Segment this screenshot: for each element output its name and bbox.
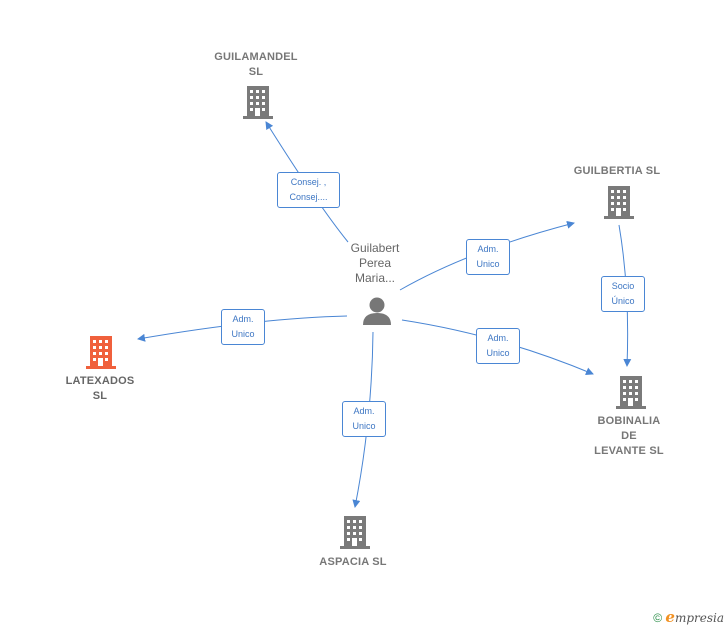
copyright-icon: © <box>653 611 663 625</box>
company-label-guilamandel[interactable]: GUILAMANDEL SL <box>214 51 298 78</box>
company-label-guilbertia[interactable]: GUILBERTIA SL <box>573 165 661 177</box>
building-icon-highlighted[interactable] <box>86 336 116 369</box>
edge-label-to-latexados: Adm. Unico <box>221 309 265 345</box>
company-label-bobinalia[interactable]: BOBINALIA DE LEVANTE SL <box>594 415 664 457</box>
building-icon[interactable] <box>243 86 273 119</box>
footer-credit: © empresia <box>653 608 724 626</box>
person-name-label[interactable]: Guilabert Perea Maria... <box>350 241 400 285</box>
building-icon[interactable] <box>604 186 634 219</box>
edge-label-to-bobinalia: Adm. Unico <box>476 328 520 364</box>
edge-label-to-guilamandel: Consej. , Consej.... <box>277 172 340 208</box>
building-icon[interactable] <box>340 516 370 549</box>
edge-label-guilbertia-to-bobinalia: Socio Único <box>601 276 645 312</box>
edge-label-to-guilbertia: Adm. Unico <box>466 239 510 275</box>
building-icon[interactable] <box>616 376 646 409</box>
company-label-aspacia[interactable]: ASPACIA SL <box>319 556 387 568</box>
edge-label-to-aspacia: Adm. Unico <box>342 401 386 437</box>
brand-logo: empresia <box>665 608 724 626</box>
company-label-latexados[interactable]: LATEXADOS SL <box>65 375 135 402</box>
person-icon[interactable] <box>363 297 391 326</box>
